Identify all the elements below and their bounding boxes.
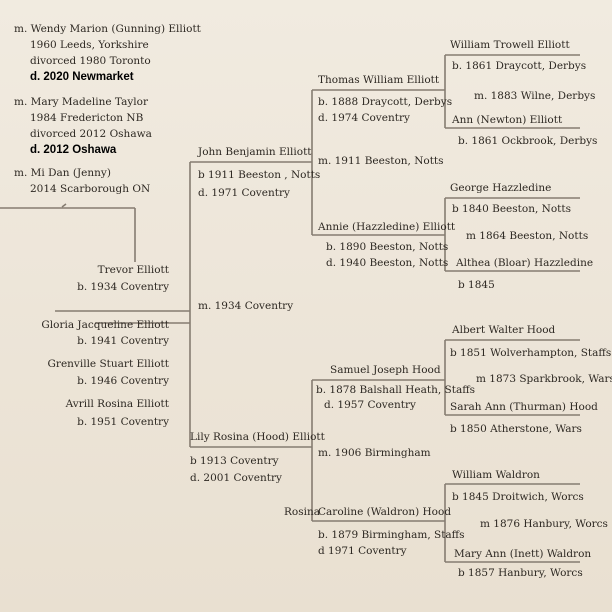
spouse-divorce: divorced 1980 Toronto — [30, 55, 151, 67]
great-grandparent-birth: b. 1861 Ockbrook, Derbys — [458, 135, 598, 147]
sibling-birth: b. 1951 Coventry — [77, 416, 169, 428]
spouse-marriage: m. Mi Dan (Jenny) — [14, 167, 111, 179]
great-grandparent-birth: b 1857 Hanbury, Worcs — [458, 567, 583, 579]
great-grandparent-name: George Hazzledine — [450, 182, 552, 194]
spouse-birth: 2014 Scarborough ON — [30, 183, 151, 195]
spouse-death: d. 2020 Newmarket — [30, 71, 134, 83]
spouse-divorce: divorced 2012 Oshawa — [30, 128, 152, 140]
grandfather-birth: b. 1888 Draycott, Derbys — [318, 96, 453, 108]
grandmother-death: d 1971 Coventry — [318, 545, 407, 557]
grandfather-death: d. 1974 Coventry — [318, 112, 410, 124]
great-grandparents-marriage: m 1873 Sparkbrook, Wars — [476, 373, 612, 385]
father-death: d. 1971 Coventry — [198, 187, 290, 199]
spouse-marriage: m. Mary Madeline Taylor — [14, 96, 148, 108]
great-grandparent-name: William Trowell Elliott — [450, 39, 570, 51]
great-grandparent-name: Althea (Bloar) Hazzledine — [456, 257, 594, 269]
great-grandparent-birth: b 1851 Wolverhampton, Staffs — [450, 347, 612, 359]
grandfather-name: Thomas William Elliott — [318, 74, 440, 86]
grandmother-birth: b. 1879 Birmingham, Staffs — [318, 529, 465, 541]
sibling-birth: b. 1941 Coventry — [77, 335, 169, 347]
spouse-marriage: m. Wendy Marion (Gunning) Elliott — [14, 23, 201, 35]
great-grandparent-name: Ann (Newton) Elliott — [452, 114, 563, 126]
great-grandparent-name: William Waldron — [452, 469, 540, 481]
grandmother-birth: b. 1890 Beeston, Notts — [326, 241, 449, 253]
grandmother-prefix: Rosina — [284, 506, 320, 518]
great-grandparent-birth: b 1845 — [458, 279, 495, 291]
sibling-name: Gloria Jacqueline Elliott — [41, 319, 169, 331]
great-grandparents-marriage: m 1864 Beeston, Notts — [466, 230, 589, 242]
sibling-birth: b. 1946 Coventry — [77, 375, 169, 387]
grandparents-marriage: m. 1906 Birmingham — [318, 447, 431, 459]
great-grandparent-name: Mary Ann (Inett) Waldron — [454, 548, 592, 560]
great-grandparents-marriage: m. 1883 Wilne, Derbys — [474, 90, 596, 102]
grandmother-name: Caroline (Waldron) Hood — [318, 506, 452, 518]
great-grandparent-birth: b. 1861 Draycott, Derbys — [452, 60, 587, 72]
spouse-death: d. 2012 Oshawa — [30, 144, 117, 156]
great-grandparent-name: Albert Walter Hood — [452, 324, 556, 336]
great-grandparent-name: Sarah Ann (Thurman) Hood — [450, 401, 598, 413]
mother-birth: b 1913 Coventry — [190, 455, 279, 467]
parents-marriage: m. 1934 Coventry — [198, 300, 294, 312]
spouse-birth: 1960 Leeds, Yorkshire — [30, 39, 149, 51]
great-grandparent-birth: b 1845 Droitwich, Worcs — [452, 491, 584, 503]
grandmother-name: Annie (Hazzledine) Elliott — [318, 221, 456, 233]
great-grandparent-birth: b 1850 Atherstone, Wars — [450, 423, 582, 435]
subject-birth: b. 1934 Coventry — [77, 281, 169, 293]
grandfather-birth: b. 1878 Balshall Heath, Staffs — [316, 384, 476, 396]
father-birth: b 1911 Beeston , Notts — [198, 169, 321, 181]
grandmother-death: d. 1940 Beeston, Notts — [326, 257, 449, 269]
grandfather-name: Samuel Joseph Hood — [330, 364, 441, 376]
sibling-name: Grenville Stuart Elliott — [47, 358, 169, 370]
great-grandparents-marriage: m 1876 Hanbury, Worcs — [480, 518, 608, 530]
father-name: John Benjamin Elliott — [198, 146, 312, 158]
mother-name: Lily Rosina (Hood) Elliott — [190, 431, 325, 443]
spouse-dash-line — [61, 203, 67, 208]
great-grandparent-birth: b 1840 Beeston, Notts — [452, 203, 571, 215]
subject-name: Trevor Elliott — [97, 264, 169, 276]
spouse-birth: 1984 Fredericton NB — [30, 112, 144, 124]
sibling-name: Avrill Rosina Elliott — [65, 398, 169, 410]
grandparents-marriage: m. 1911 Beeston, Notts — [318, 155, 444, 167]
mother-death: d. 2001 Coventry — [190, 472, 282, 484]
grandfather-death: d. 1957 Coventry — [324, 399, 416, 411]
